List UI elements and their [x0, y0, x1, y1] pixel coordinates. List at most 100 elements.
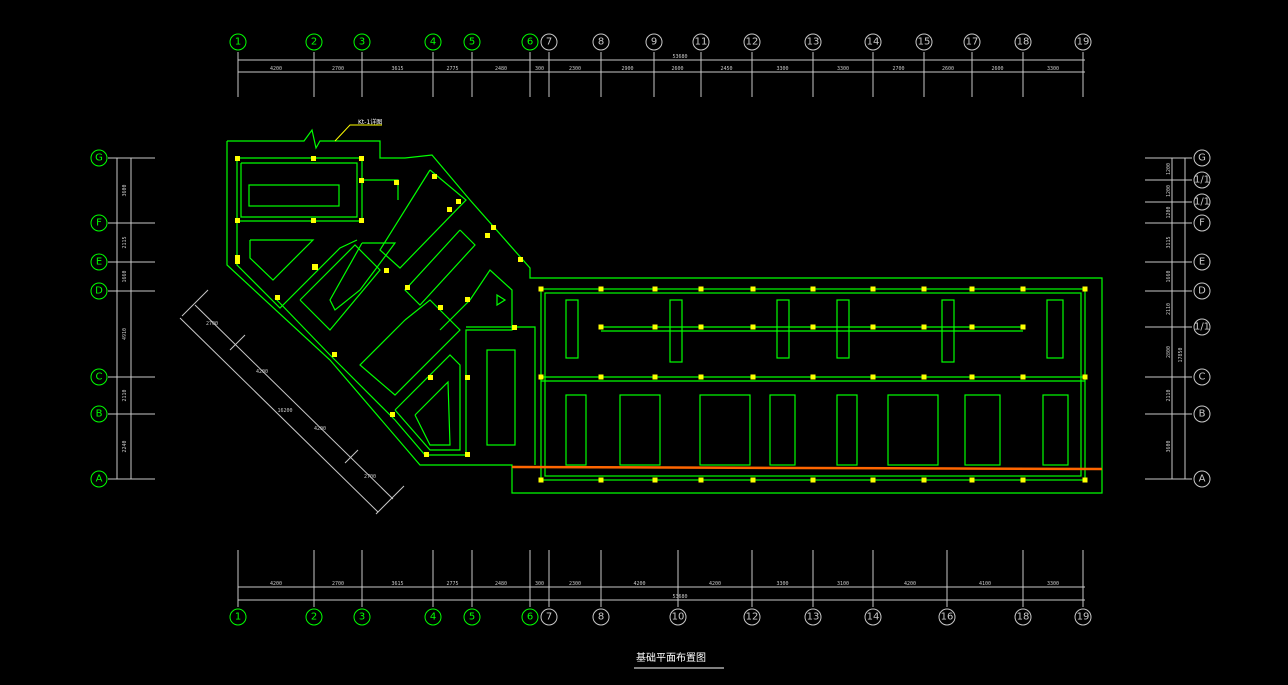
- axis-bubble-8: 8: [592, 608, 610, 626]
- dim-text: 4100: [979, 581, 991, 587]
- axis-bubble-3: 3: [353, 33, 371, 51]
- axis-bubble-11: 11: [692, 33, 710, 51]
- axis-label: 10: [672, 612, 685, 623]
- axis-bubble-16: 16: [938, 608, 956, 626]
- column: [698, 477, 704, 483]
- axis-bubble-18: 18: [1014, 608, 1032, 626]
- dim-text: 3300: [1047, 581, 1059, 587]
- axis-label: G: [95, 153, 103, 164]
- axis-bubble-E: E: [1193, 253, 1211, 271]
- footing: [1046, 299, 1064, 359]
- axis-label: 5: [469, 37, 475, 48]
- axis-label: 11: [695, 37, 708, 48]
- column: [750, 286, 756, 292]
- axis-label: F: [1199, 218, 1205, 229]
- axis-label: 8: [598, 37, 604, 48]
- axis-label: 12: [746, 612, 759, 623]
- column: [969, 324, 975, 330]
- axis-bubble-14: 14: [864, 608, 882, 626]
- axis-bubble-C: C: [1193, 368, 1211, 386]
- axis-bubble-13: 13: [804, 33, 822, 51]
- dim-text: 2700: [364, 474, 376, 480]
- axis-bubble-10: 10: [669, 608, 687, 626]
- axis-label: 4: [430, 612, 436, 623]
- column: [598, 324, 604, 330]
- axis-label: B: [1199, 409, 1206, 420]
- axis-bubble-14: 14: [864, 33, 882, 51]
- column: [1082, 286, 1088, 292]
- axis-label: 14: [867, 37, 880, 48]
- axis-bubble-A: A: [1193, 470, 1211, 488]
- wall-line: [274, 269, 513, 456]
- wall-line: [236, 221, 358, 309]
- axis-bubble-2: 2: [305, 33, 323, 51]
- dim-text: 2700: [332, 66, 344, 72]
- dim-text: 4200: [270, 66, 282, 72]
- room-outline: [236, 157, 363, 222]
- dim-text: 2450: [720, 66, 732, 72]
- column: [810, 286, 816, 292]
- dim-text: 2240: [122, 440, 128, 452]
- column: [870, 374, 876, 380]
- axis-label: E: [96, 257, 102, 268]
- column: [750, 374, 756, 380]
- axis-bubble-9: 9: [645, 33, 663, 51]
- footing: [359, 299, 461, 396]
- axis-label: 13: [807, 37, 820, 48]
- axis-label: 2: [311, 612, 317, 623]
- axis-bubble-C: C: [90, 368, 108, 386]
- axis-label: 1: [235, 612, 241, 623]
- column: [538, 374, 544, 380]
- footing: [394, 354, 461, 451]
- dim-text: 4200: [256, 369, 268, 375]
- axis-label: C: [1199, 372, 1206, 383]
- dim-text: 1200: [1166, 185, 1172, 197]
- footing: [887, 394, 939, 466]
- column: [652, 374, 658, 380]
- axis-bubble-4: 4: [424, 33, 442, 51]
- column: [870, 324, 876, 330]
- room-outline: [240, 162, 358, 218]
- axis-grid: 1420022700336154277552480630072300829009…: [90, 33, 1211, 626]
- left-wing-foundation: [226, 128, 1103, 494]
- footing: [1042, 394, 1069, 466]
- footing: [836, 394, 858, 466]
- column: [598, 477, 604, 483]
- axis-bubble-4: 4: [424, 608, 442, 626]
- footing: [565, 299, 579, 359]
- axis-label: 1/1: [1194, 175, 1210, 186]
- footing: [769, 394, 796, 466]
- outer-foundation-outline: [226, 128, 1103, 494]
- dim-text: 2775: [446, 66, 458, 72]
- note-leader: [334, 124, 382, 142]
- column: [1020, 477, 1026, 483]
- axis-bubble-D: D: [1193, 282, 1211, 300]
- axis-bubble-G: G: [1193, 149, 1211, 167]
- dim-text: 3600: [122, 184, 128, 196]
- axis-bubble-19: 19: [1074, 33, 1092, 51]
- dim-text: 2700: [892, 66, 904, 72]
- column: [538, 477, 544, 483]
- triangle-marker: [496, 293, 507, 307]
- footing: [249, 239, 315, 281]
- column: [698, 374, 704, 380]
- column: [810, 324, 816, 330]
- axis-label: 12: [746, 37, 759, 48]
- axis-label: 19: [1077, 612, 1090, 623]
- dim-text: 3600: [1166, 440, 1172, 452]
- footing: [964, 394, 1001, 466]
- axis-label: 4: [430, 37, 436, 48]
- axis-bubble-2: 2: [305, 608, 323, 626]
- dim-text: 4910: [122, 328, 128, 340]
- footing: [248, 184, 340, 207]
- dim-text: 300: [535, 66, 544, 72]
- axis-label: E: [1199, 257, 1205, 268]
- axis-bubble-E: E: [90, 253, 108, 271]
- axis-bubble-F: F: [90, 214, 108, 232]
- column: [1082, 374, 1088, 380]
- dim-text: 2700: [206, 321, 218, 327]
- footing: [299, 244, 381, 331]
- axis-label: 7: [546, 37, 552, 48]
- axis-label: 5: [469, 612, 475, 623]
- axis-label: 18: [1017, 37, 1030, 48]
